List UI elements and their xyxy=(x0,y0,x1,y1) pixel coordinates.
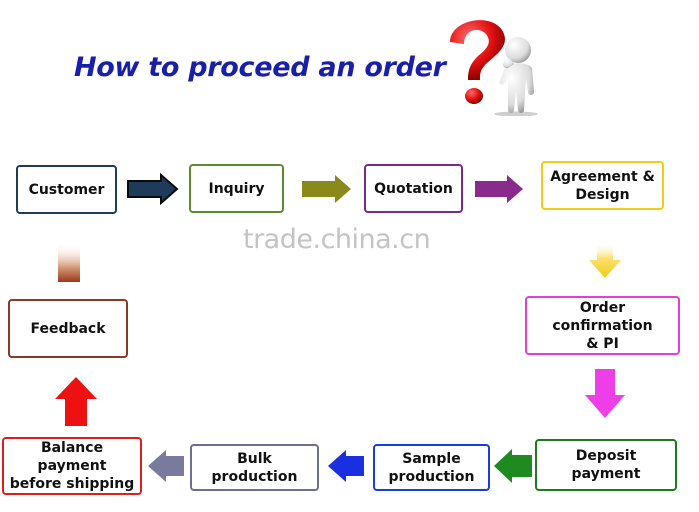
step-inquiry: Inquiry xyxy=(189,164,284,213)
step-sample-production: Sample production xyxy=(373,444,490,491)
step-customer: Customer xyxy=(16,165,117,214)
arrow-deposit-to-sample xyxy=(494,449,532,483)
arrow-quotation-to-agreement xyxy=(475,175,523,203)
arrow-feedback-to-customer xyxy=(58,243,80,282)
step-order-confirmation: Order confirmation & PI xyxy=(525,296,680,355)
arrow-agreement-to-order xyxy=(589,242,621,278)
step-deposit-payment: Deposit payment xyxy=(535,439,677,491)
step-feedback: Feedback xyxy=(8,299,128,358)
arrow-balance-to-feedback xyxy=(55,377,97,426)
step-quotation: Quotation xyxy=(364,164,463,213)
arrow-order-to-deposit xyxy=(585,369,625,418)
arrow-sample-to-bulk xyxy=(328,450,364,482)
page-title: How to proceed an order xyxy=(74,52,446,83)
step-balance-payment: Balance payment before shipping xyxy=(2,437,142,495)
watermark: trade.china.cn xyxy=(243,224,431,255)
arrow-customer-to-inquiry xyxy=(127,172,179,206)
step-agreement-design: Agreement & Design xyxy=(541,161,664,210)
question-mark-figure-icon xyxy=(450,20,538,116)
arrow-bulk-to-balance xyxy=(148,450,184,482)
step-bulk-production: Bulk production xyxy=(190,444,319,491)
arrow-inquiry-to-quotation xyxy=(302,175,351,203)
